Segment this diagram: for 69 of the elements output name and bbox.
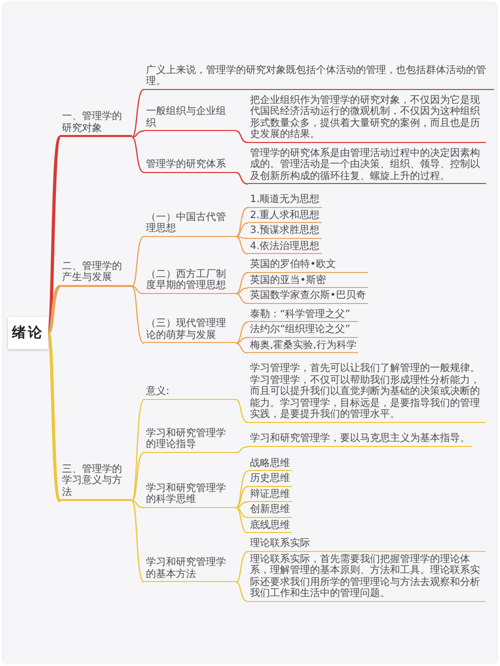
branch-line: [236, 222, 248, 238]
subtopic-label: 战略思维: [248, 458, 292, 471]
branch-line: [236, 398, 248, 424]
branch-line: [236, 550, 248, 583]
topic-label: （二）西方工厂制度早期的管理思想: [144, 268, 236, 294]
detail-text: 管理学的研究体系是由管理活动过程中的决定因素构成的。管理活动是一个由决策、组织、领导、控制以及创新所构成的循环往复、螺旋上升的过程。: [248, 148, 486, 184]
subtopic-label: 历史思维: [248, 473, 292, 486]
topic-label: 一、管理学的研究对象: [60, 111, 132, 138]
detail-text: 把企业组织作为管理学的研究对象，不仅因为它是现代国民经济活动运行的微观机制，不仅因为这种组织形式数量众多，提供着大量研究的案例，而且也是历史发展的结果。: [248, 94, 486, 142]
subtopic-label: 英国的亚当•斯密: [248, 274, 368, 288]
subtopic-label: 梅奥,霍桑实验,行为科学: [248, 340, 358, 353]
subtopic-label: 英国的罗伯特•欧文: [248, 259, 368, 272]
subtopic-label: 底线思维: [248, 520, 292, 533]
branch-line: [236, 582, 248, 602]
branch-line: [236, 172, 248, 185]
branch-line: [236, 272, 248, 294]
branch-line: [132, 130, 144, 138]
detail-text: 广义上来说，管理学的研究对象既包括个体活动的管理，也包括群体活动的管理。: [144, 64, 494, 90]
branch-line: [46, 136, 62, 334]
branch-line: [132, 286, 144, 344]
subtopic-label: 泰勒：“科学管理之父”: [248, 308, 358, 322]
branch-line: [236, 446, 248, 454]
branch-line: [236, 336, 248, 344]
branch-line: [236, 236, 248, 240]
branch-line: [132, 500, 144, 508]
branch-line: [236, 293, 248, 304]
branch-line: [132, 399, 144, 502]
branch-line: [236, 501, 248, 508]
branch-line: [236, 287, 248, 294]
topic-label: （三）现代管理理论的萌芽与发展: [144, 318, 236, 344]
subtopic-label: 学习和研究管理学，要以马克思主义为基本指导。: [248, 433, 472, 447]
branch-line: [132, 236, 144, 287]
branch-line: [236, 342, 248, 354]
topic-label: 意义:: [144, 386, 236, 400]
topic-label: 学习和研究管理学的基本方法: [144, 557, 236, 582]
topic-label: 学习和研究管理学的科学思维: [144, 482, 236, 508]
topic-label: 二、管理学的产生与发展: [60, 260, 132, 286]
branch-line: [132, 452, 144, 502]
branch-line: [236, 321, 248, 344]
topic-label: 一般组织与企业组织: [144, 106, 236, 131]
branch-line: [132, 136, 144, 174]
subtopic-label: 英国数学家查尔斯•巴贝奇: [248, 290, 368, 304]
subtopic-label: 法约尔“组织理论之父”: [248, 324, 358, 338]
branch-line: [236, 236, 248, 255]
topic-label: 学习和研究管理学的理论指导: [144, 428, 236, 452]
branch-line: [236, 507, 248, 518]
branch-line: [236, 470, 248, 508]
branch-line: [46, 332, 62, 502]
subtopic-label: 3.预谋求胜思想: [248, 225, 322, 238]
subtopic-label: 4.依法治理思想: [248, 240, 322, 254]
topic-label: 管理学的研究体系: [144, 159, 236, 172]
branch-line: [236, 486, 248, 508]
branch-line: [236, 206, 248, 238]
topic-label: （一）中国古代管理思想: [144, 212, 236, 236]
branch-line: [236, 507, 248, 534]
detail-text: 学习管理学，首先可以让我们了解管理的一般规律。学习管理学，不仅可以帮助我们形成理性分析能力，而且可以提升我们以直觉判断为基础的决策或决断的能力。学习管理学，目标远是，是要指导我们的管理实践，是要提升我们的管理水平。: [248, 363, 486, 422]
branch-line: [132, 88, 144, 138]
detail-text: 理论联系实际，首先需要我们把握管理学的理论体系，理解管理的基本原则、方法和工具。理论联系实际还要求我们用所学的管理理论与方法去观察和分析我们工作和生活中的管理问题。: [248, 554, 486, 602]
central-topic: 绪论: [8, 317, 48, 349]
branch-line: [47, 285, 61, 334]
subtopic-label: 1.顺道无为思想: [248, 194, 322, 208]
subtopic-label: 辩证思维: [248, 488, 292, 502]
branch-line: [132, 500, 144, 583]
subtopic-label: 理论联系实际: [248, 538, 486, 552]
branch-line: [236, 130, 248, 144]
subtopic-label: 创新思维: [248, 504, 292, 518]
subtopic-label: 2.重人求和思想: [248, 210, 322, 223]
branch-line: [132, 286, 144, 294]
topic-label: 三、管理学的学习意义与方法: [60, 464, 132, 501]
